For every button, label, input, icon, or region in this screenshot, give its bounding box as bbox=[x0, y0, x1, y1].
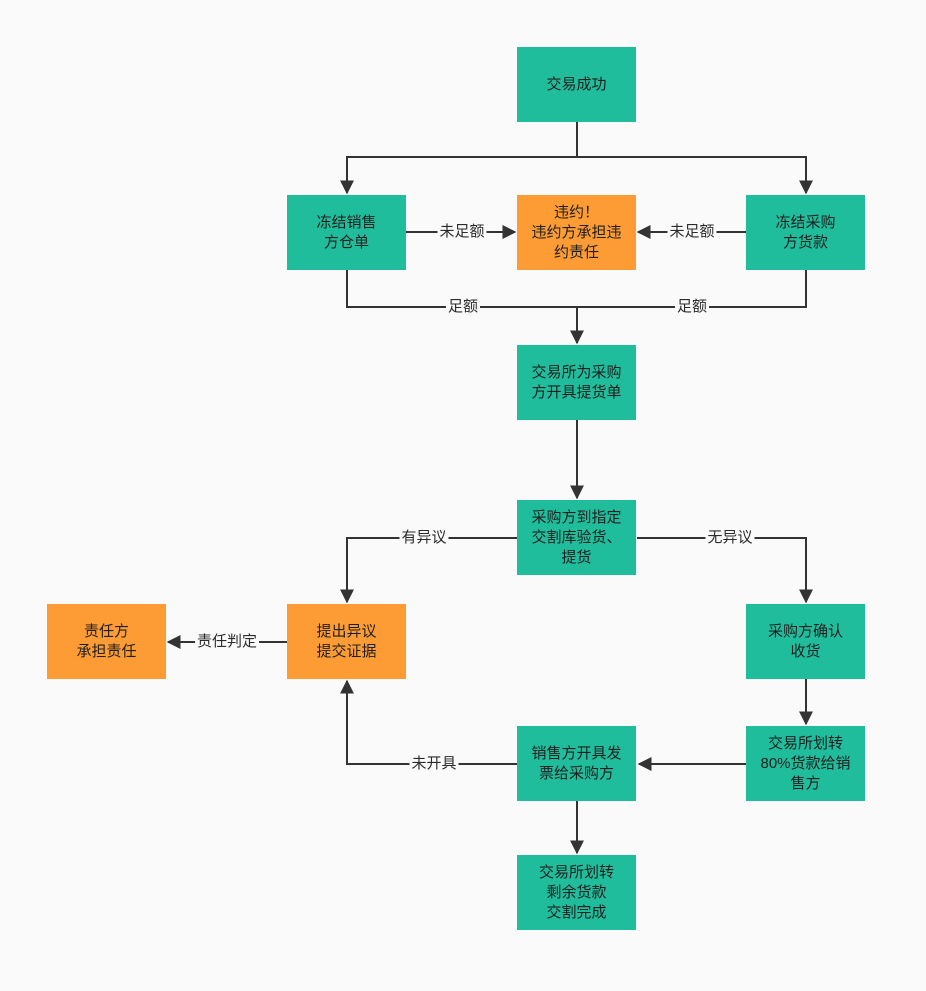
node-breach: 违约！ 违约方承担违 约责任 bbox=[517, 195, 636, 270]
edge-success-to-freeze-warrant bbox=[340, 122, 578, 195]
node-transfer-80: 交易所划转 80%货款给销 售方 bbox=[746, 726, 865, 801]
edge-label-insufficient-left: 未足额 bbox=[437, 223, 487, 241]
node-seller-invoice: 销售方开具发 票给采购方 bbox=[517, 726, 636, 801]
edge-label-liability-ruling: 责任判定 bbox=[194, 633, 260, 651]
edge-inspect-no-objection bbox=[637, 537, 813, 604]
node-liable-party: 责任方 承担责任 bbox=[47, 604, 166, 679]
edge-label-sufficient-left: 足额 bbox=[445, 298, 481, 316]
edge-success-to-freeze-payment bbox=[577, 156, 813, 195]
node-raise-objection: 提出异议 提交证据 bbox=[287, 604, 406, 679]
edge-label-sufficient-right: 足额 bbox=[674, 298, 710, 316]
node-freeze-purchase-payment: 冻结采购 方货款 bbox=[746, 195, 865, 270]
edge-inspect-has-objection bbox=[340, 537, 517, 604]
edge-label-no-objection: 无异议 bbox=[705, 529, 755, 547]
edge-label-not-issued: 未开具 bbox=[409, 755, 459, 773]
edge-invoice-not-issued bbox=[340, 679, 517, 765]
edge-label-has-objection: 有异议 bbox=[399, 529, 449, 547]
node-trade-success: 交易成功 bbox=[517, 47, 636, 122]
node-issue-delivery-note: 交易所为采购 方开具提货单 bbox=[517, 345, 636, 420]
node-confirm-receipt: 采购方确认 收货 bbox=[746, 604, 865, 679]
node-inspect-pickup: 采购方到指定 交割库验货、 提货 bbox=[517, 500, 636, 575]
edge-label-insufficient-right: 未足额 bbox=[667, 223, 717, 241]
node-freeze-sales-warrant: 冻结销售 方仓单 bbox=[287, 195, 406, 270]
node-transfer-rest: 交易所划转 剩余货款 交割完成 bbox=[517, 855, 636, 930]
edge-warrant-sufficient bbox=[346, 270, 807, 308]
